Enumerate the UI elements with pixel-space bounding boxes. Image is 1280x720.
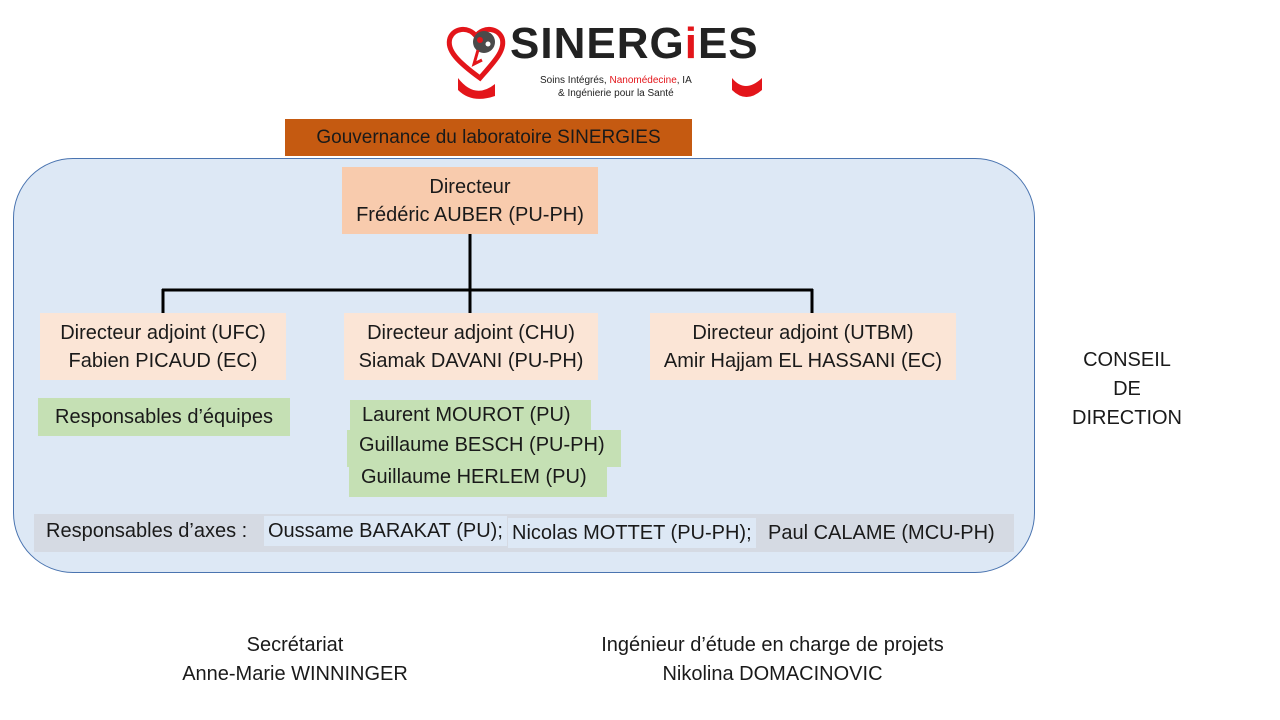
secretariat-block: Secrétariat Anne-Marie WINNINGER (140, 631, 450, 689)
director-role: Directeur (429, 175, 511, 198)
axes-leaders-label: Responsables d’axes : (46, 520, 248, 542)
governance-banner: Gouvernance du laboratoire SINERGIES (285, 119, 692, 156)
secretariat-name: Anne-Marie WINNINGER (182, 663, 408, 685)
deputy-name: Amir Hajjam EL HASSANI (EC) (663, 349, 943, 372)
logo-tagline-2: & Ingénierie pour la Santé (558, 88, 674, 99)
sinergies-logo (446, 27, 762, 99)
deputy-name: Fabien PICAUD (EC) (68, 349, 258, 372)
logo-tagline-1: Soins Intégrés, Nanomédecine, IA (540, 75, 692, 86)
team-leader-item: Guillaume BESCH (PU-PH) (347, 430, 621, 467)
deputy-chu-box: Directeur adjoint (CHU) Siamak DAVANI (P… (344, 313, 598, 380)
axes-leader-item: Oussame BARAKAT (PU); (264, 516, 507, 546)
deputy-ufc-box: Directeur adjoint (UFC) Fabien PICAUD (E… (40, 313, 286, 380)
director-name: Frédéric AUBER (PU-PH) (356, 203, 584, 226)
brain-icon (473, 31, 495, 53)
engineer-role: Ingénieur d’étude en charge de projets (601, 634, 944, 656)
team-leaders-label: Responsables d’équipes (38, 398, 290, 436)
axes-leader-item: Nicolas MOTTET (PU-PH); (508, 518, 756, 548)
left-arc-icon (458, 78, 495, 99)
axes-leader-item: Paul CALAME (MCU-PH) (768, 522, 995, 544)
deputy-role: Directeur adjoint (UFC) (60, 321, 266, 344)
deputy-name: Siamak DAVANI (PU-PH) (358, 349, 584, 372)
engineer-name: Nikolina DOMACINOVIC (662, 663, 883, 685)
engineer-block: Ingénieur d’étude en charge de projets N… (570, 631, 975, 689)
team-leader-item: Guillaume HERLEM (PU) (349, 462, 607, 497)
deputy-utbm-box: Directeur adjoint (UTBM) Amir Hajjam EL … (650, 313, 956, 380)
secretariat-role: Secrétariat (246, 634, 344, 656)
council-label: CONSEIL DE DIRECTION (1072, 349, 1182, 429)
right-arc-icon (732, 78, 762, 97)
logo-wordmark: SINERGiES (510, 19, 759, 68)
director-box: Directeur Frédéric AUBER (PU-PH) (342, 167, 598, 234)
deputy-role: Directeur adjoint (UTBM) (692, 321, 914, 344)
deputy-role: Directeur adjoint (CHU) (367, 321, 575, 344)
axes-leaders-bar: Responsables d’axes : Oussame BARAKAT (P… (34, 514, 1014, 552)
